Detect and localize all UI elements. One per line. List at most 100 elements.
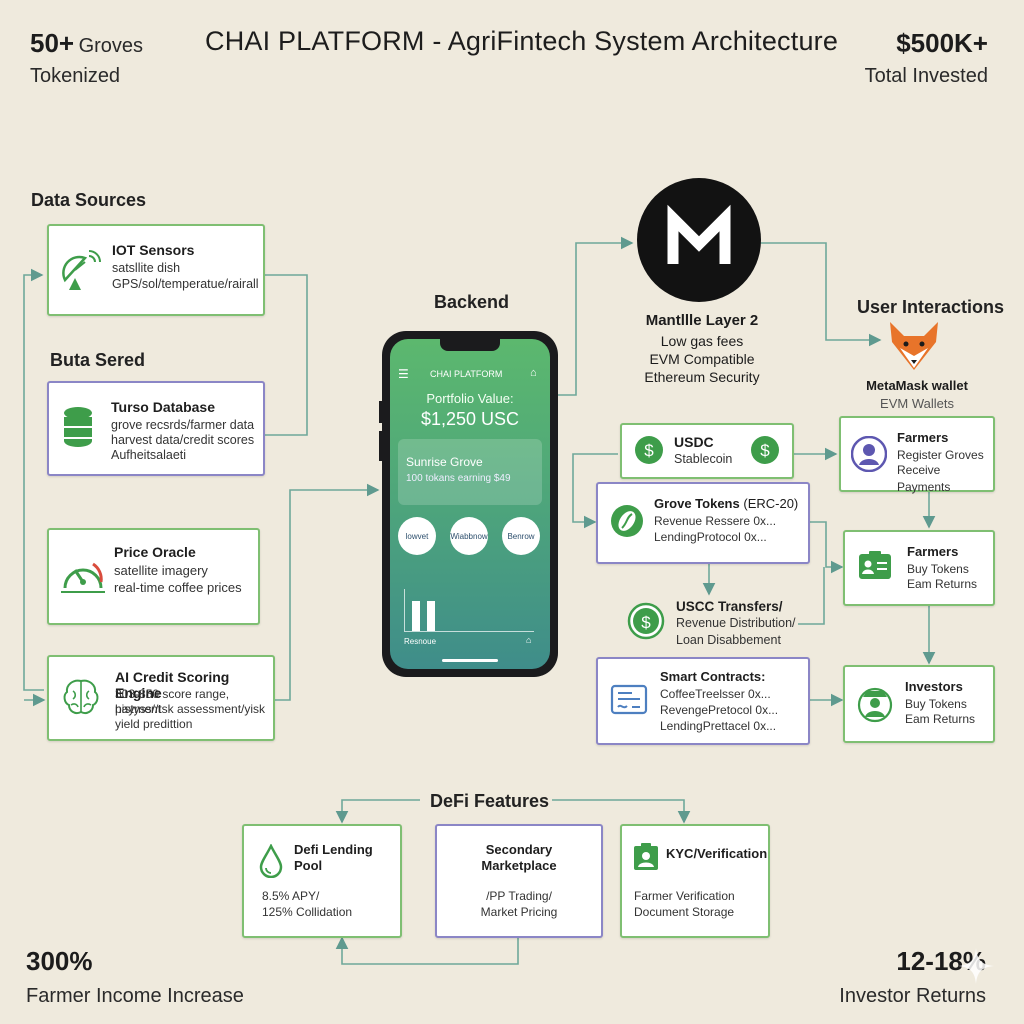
lending-title-1: Defi Lending: [294, 842, 373, 857]
market-line-2: Market Pricing: [480, 905, 558, 919]
usdc-title: USDC: [674, 434, 714, 450]
investors-title: Investors: [905, 679, 963, 694]
transfers-info: USCC Transfers/ Revenue Distribution/ Lo…: [676, 599, 796, 649]
withdraw-button[interactable]: Wiabbnow: [450, 517, 488, 555]
portfolio-label: Portfolio Value:: [426, 391, 514, 406]
stat-income-value: 300%: [26, 946, 93, 976]
transfers-line-2: Loan Disabbement: [676, 633, 781, 647]
turso-line-3: Aufheitsalaeti: [111, 448, 187, 462]
farmers2-line-2: Eam Returns: [907, 577, 978, 591]
stat-returns-label: Investor Returns: [839, 985, 986, 1007]
ai-line-2: histyss//tsk assessment/yisk: [115, 702, 266, 716]
usdc-subtitle: Stablecoin: [674, 452, 733, 466]
farmers1-title: Farmers: [897, 430, 949, 445]
turso-line-2: harvest data/credit scores: [111, 433, 255, 447]
phone-mockup: ☰ CHAI PLATFORM ⌂ Portfolio Value: $1,25…: [379, 331, 558, 677]
farmers1-line-1: Register Groves: [897, 448, 984, 462]
metamask-subtitle: EVM Wallets: [880, 396, 954, 411]
mantle-title: Mantllle Layer 2: [645, 312, 759, 329]
app-name: CHAI PLATFORM: [430, 369, 503, 379]
svg-text:$: $: [641, 613, 651, 632]
price-oracle-box: Price Oracle satellite imagery real-time…: [47, 528, 260, 625]
page-title: CHAI PLATFORM - AgriFintech System Archi…: [205, 26, 839, 56]
stat-groves-value: 50+: [30, 28, 75, 58]
section-buta-sered: Buta Sered: [50, 350, 146, 370]
investors-line-1: Buy Tokens: [905, 697, 967, 711]
refresh-icon[interactable]: ⌂: [526, 635, 532, 645]
market-line-1: /PP Trading/: [486, 889, 552, 903]
oracle-line-2: real-time coffee prices: [114, 580, 242, 595]
portfolio-value: $1,250 USC: [420, 409, 520, 429]
stat-groves-inline: Groves: [78, 35, 144, 57]
iot-line-2: GPS/sol/temperatue/rairall: [112, 277, 259, 291]
lending-line-2: 125% Collidation: [262, 905, 353, 919]
satellite-dish-icon: [62, 250, 101, 290]
farmers-register-box: Farmers Register Groves Receive Payments: [839, 416, 995, 494]
grove-tokens-line-1: Revenue Ressere 0x...: [654, 514, 777, 528]
borrow-button[interactable]: Benrow: [502, 517, 540, 555]
stat-groves-label: Tokenized: [30, 65, 121, 87]
grove-tokens-box: Grove Tokens (ERC-20) Revenue Ressere 0x…: [596, 482, 810, 564]
sparkle-icon: [958, 948, 994, 984]
brain-icon: [63, 679, 99, 715]
oracle-line-1: satellite imagery: [114, 563, 208, 578]
metamask-info: MetaMask wallet EVM Wallets: [852, 378, 982, 411]
oracle-title: Price Oracle: [114, 544, 196, 560]
section-backend: Backend: [434, 292, 510, 312]
grove-tokens-suffix: (ERC-20): [743, 496, 799, 511]
cart-icon[interactable]: ⌂: [530, 367, 537, 379]
fox-icon: [890, 322, 938, 370]
database-icon: [64, 407, 92, 447]
chart-bar-1: [412, 601, 420, 631]
turso-line-1: grove recsrds/farmer data: [111, 418, 255, 432]
grove-card[interactable]: Sunrise Grove 100 tokans earning $49: [398, 439, 542, 505]
stat-invested-label: Total Invested: [864, 65, 988, 87]
ai-credit-box: AI Credit Scoring Engine 303-850 score r…: [47, 655, 275, 741]
metamask-title: MetaMask wallet: [866, 378, 968, 393]
contract-card-icon: [610, 684, 648, 715]
coffee-bean-icon: [611, 505, 643, 537]
farmers2-line-1: Buy Tokens: [907, 562, 969, 576]
grove-detail: 100 tokans earning $49: [406, 473, 511, 484]
smart-contracts-box: Smart Contracts: CoffeeTreelsser 0x... R…: [596, 657, 810, 745]
phone-screen: ☰ CHAI PLATFORM ⌂ Portfolio Value: $1,25…: [390, 339, 550, 669]
chart-label: Resnoue: [404, 637, 437, 646]
lending-title-2: Pool: [294, 858, 323, 873]
iot-line-1: satsllite dish: [112, 261, 181, 275]
transfers-title: USCC Transfers/: [676, 599, 783, 614]
farmers-tokens-box: Farmers Buy Tokens Eam Returns: [843, 530, 995, 606]
menu-icon[interactable]: ☰: [398, 367, 409, 381]
market-title-2: Marketplace: [481, 858, 557, 873]
dollar-coin-icon: $: [751, 436, 779, 464]
invest-button[interactable]: lowvet: [398, 517, 436, 555]
usdc-box: $ USDC Stablecoin $: [620, 423, 794, 479]
smart-contracts-line-1: CoffeeTreelsser 0x...: [660, 687, 771, 701]
water-drop-icon: [259, 844, 283, 878]
gauge-icon: [61, 562, 105, 593]
farmers1-line-2: Receive Payments: [897, 463, 951, 494]
stat-invested-value: $500K+: [896, 28, 988, 58]
smart-contracts-line-2: RevengePretocol 0x...: [660, 703, 779, 717]
mantle-info: Mantllle Layer 2 Low gas fees EVM Compat…: [600, 312, 804, 385]
ai-line-3: yield predittion: [115, 717, 193, 731]
stat-income: 300% Farmer Income Increase: [26, 946, 244, 1008]
dollar-coin-icon: $: [627, 602, 665, 640]
id-card-icon: [859, 551, 891, 579]
stat-income-label: Farmer Income Increase: [26, 985, 244, 1007]
iot-title: IOT Sensors: [112, 242, 195, 258]
iot-sensors-box: IOT Sensors satsllite dish GPS/sol/tempe…: [47, 224, 265, 316]
dollar-coin-icon: $: [635, 436, 663, 464]
section-data-sources: Data Sources: [31, 190, 147, 210]
chart-bar-2: [427, 601, 435, 631]
smart-contracts-line-3: LendingPrettacel 0x...: [660, 719, 777, 733]
user-avatar-icon: [851, 436, 887, 472]
secondary-market-box: Secondary Marketplace /PP Trading/ Marke…: [435, 824, 603, 938]
stat-groves: 50+ Groves Tokenized: [30, 28, 143, 88]
section-user-interactions: User Interactions: [857, 297, 1005, 317]
defi-lending-box: Defi Lending Pool 8.5% APY/ 125% Collida…: [242, 824, 402, 938]
kyc-line-1: Farmer Verification: [634, 889, 735, 903]
stat-returns: 12-18% Investor Returns: [839, 946, 986, 1008]
grove-tokens-line-2: LendingProtocol 0x...: [654, 530, 767, 544]
turso-database-box: Turso Database grove recsrds/farmer data…: [47, 381, 265, 476]
